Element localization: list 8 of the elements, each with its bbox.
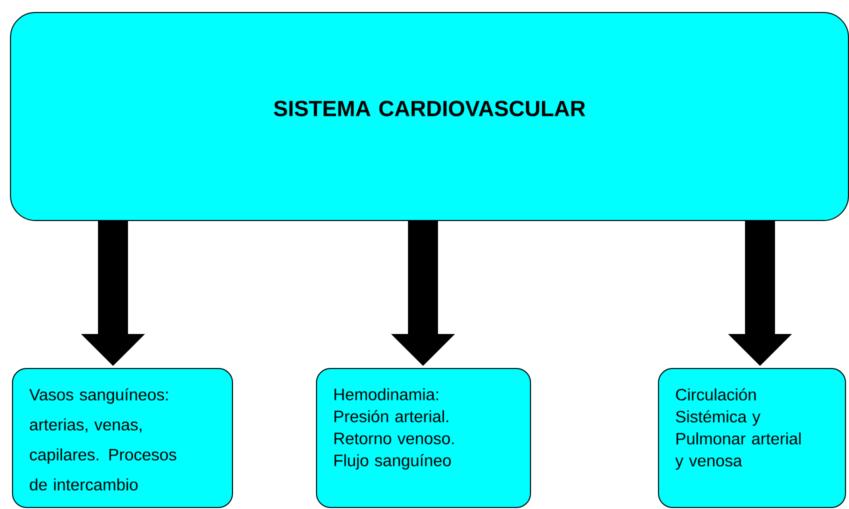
topic-box bbox=[12, 368, 233, 508]
node-label: Hemodinamia: Presión arterial. Retorno venoso. Flujo sanguíneo bbox=[334, 388, 454, 470]
node-label: Vasos sanguíneos: arterias, venas, capilares. Procesos de intercambio bbox=[29, 388, 176, 491]
topic-box bbox=[658, 368, 846, 508]
topic-box bbox=[316, 368, 531, 508]
node-label: Circulación Sistémica y Pulmonar arterial y venosa bbox=[675, 388, 801, 470]
title-box bbox=[10, 12, 849, 221]
node-label: SISTEMA CARDIOVASCULAR bbox=[274, 100, 586, 116]
